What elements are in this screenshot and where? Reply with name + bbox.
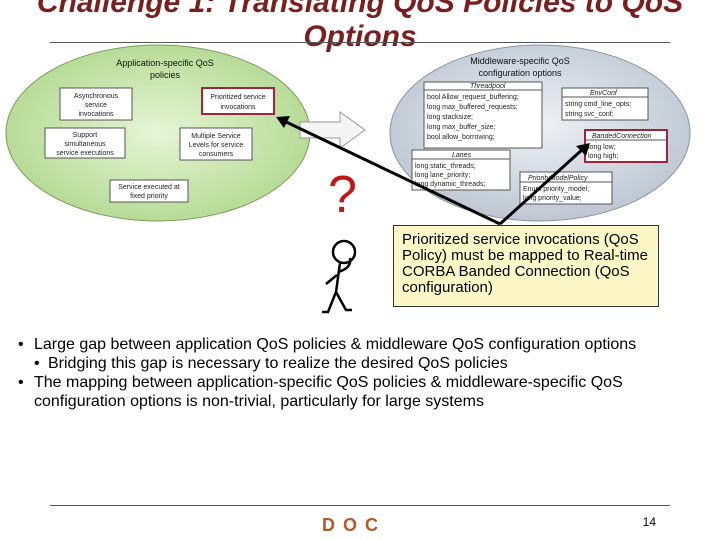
svg-text:long low;: long low; <box>588 144 616 151</box>
svg-text:BandedConnection: BandedConnection <box>592 133 652 140</box>
svg-text:service executions: service executions <box>56 150 114 157</box>
slide-title: Challenge 1: Translating QoS Policies to… <box>36 0 684 53</box>
bullet-item: Large gap between application QoS polici… <box>18 335 698 354</box>
svg-text:fixed priority: fixed priority <box>130 193 168 200</box>
svg-text:Threadpool: Threadpool <box>470 83 506 90</box>
title-divider <box>50 42 670 43</box>
svg-text:simultaneous: simultaneous <box>64 141 106 148</box>
policy-box-fixed-priority: Service executed at fixed priority <box>109 179 189 203</box>
svg-text:Levels for service: Levels for service <box>189 142 244 149</box>
right-ellipse-title-1: Middleware-specific QoS <box>470 56 570 66</box>
config-box-priority-model: PriorityModelPolicy Enum priority_model;… <box>519 171 613 205</box>
svg-text:long max_buffered_requests;: long max_buffered_requests; <box>427 104 518 111</box>
svg-text:PriorityModelPolicy: PriorityModelPolicy <box>528 175 588 182</box>
svg-text:invocations: invocations <box>78 111 114 118</box>
svg-text:long lane_priority;: long lane_priority; <box>415 172 470 179</box>
svg-text:Service executed at: Service executed at <box>118 184 180 191</box>
page-number: 14 <box>642 515 656 529</box>
doc-logo: DOC <box>322 515 386 535</box>
sub-bullet-text: Bridging this gap is necessary to realiz… <box>48 355 508 372</box>
mapping-callout: Prioritized service invocations (QoS Pol… <box>393 225 659 307</box>
bullet-item: The mapping between application-specific… <box>18 373 698 411</box>
config-box-banded-connection: BandedConnection long low; long high; <box>584 129 668 163</box>
svg-text:long high;: long high; <box>588 153 618 160</box>
svg-text:EnvConf: EnvConf <box>590 90 618 97</box>
svg-text:bool Allow_request_buffering;: bool Allow_request_buffering; <box>427 94 519 101</box>
svg-text:Lanes: Lanes <box>452 152 472 159</box>
config-box-threadpool: Threadpool bool Allow_request_buffering;… <box>423 81 543 149</box>
policy-box-prioritized: Prioritized service invocations <box>201 87 275 115</box>
svg-text:Prioritized service: Prioritized service <box>210 94 265 101</box>
mapping-arrow-right <box>498 146 586 226</box>
svg-text:long static_threads;: long static_threads; <box>415 163 476 170</box>
bullet-list: Large gap between application QoS polici… <box>18 335 698 411</box>
svg-text:Support: Support <box>73 132 98 139</box>
svg-text:invocations: invocations <box>220 104 256 111</box>
thinking-figure-icon <box>322 239 357 314</box>
svg-text:bool allow_borrowing;: bool allow_borrowing; <box>427 134 495 141</box>
sub-bullet-item: •Bridging this gap is necessary to reali… <box>34 355 508 372</box>
config-box-envconf: EnvConf string cmd_line_opts; string svc… <box>561 87 649 121</box>
svg-text:long max_buffer_size;: long max_buffer_size; <box>427 124 495 131</box>
right-ellipse-title-2: configuration options <box>478 68 562 78</box>
mapping-arrow-left <box>281 118 501 226</box>
svg-text:long stacksize;: long stacksize; <box>427 114 473 121</box>
mapping-diagram: Application-specific QoS policies Asynch… <box>5 44 691 314</box>
left-ellipse-title-1: Application-specific QoS <box>116 58 214 68</box>
policy-box-async: Asynchronous service invocations <box>59 87 133 121</box>
svg-text:string cmd_line_opts;: string cmd_line_opts; <box>565 101 631 108</box>
footer-divider <box>50 505 670 506</box>
svg-text:long priority_value;: long priority_value; <box>523 195 582 202</box>
translation-arrow-shape <box>299 111 366 149</box>
svg-text:Asynchronous: Asynchronous <box>74 93 119 100</box>
svg-text:long dynamic_threads;: long dynamic_threads; <box>415 181 485 188</box>
svg-text:string svc_conf;: string svc_conf; <box>565 111 614 118</box>
policy-box-simultaneous: Support simultaneous service executions <box>44 127 126 159</box>
svg-text:service: service <box>85 102 107 109</box>
config-box-lanes: Lanes long static_threads; long lane_pri… <box>411 149 511 191</box>
policy-box-multiple-levels: Multiple Service Levels for service cons… <box>179 127 253 161</box>
svg-text:Enum priority_model;: Enum priority_model; <box>523 186 589 193</box>
svg-text:Multiple Service: Multiple Service <box>191 133 241 140</box>
svg-text:consumers: consumers <box>199 151 234 158</box>
left-ellipse-title-2: policies <box>150 70 181 80</box>
question-mark: ? <box>328 166 357 224</box>
mapping-arrowhead-left <box>276 116 290 128</box>
mapping-arrowhead-right <box>576 143 590 156</box>
